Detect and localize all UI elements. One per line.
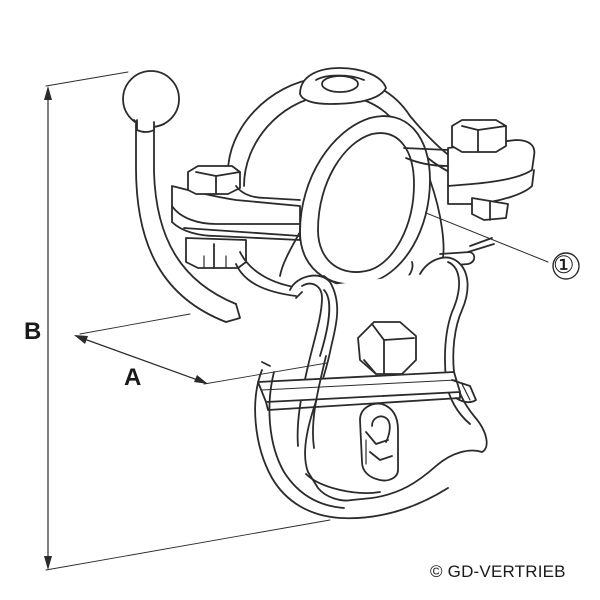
ball-knob xyxy=(122,70,180,133)
dimension-a-label: A xyxy=(124,364,142,391)
lower-cradle xyxy=(254,361,449,520)
saddle-bolt xyxy=(357,321,417,375)
copyright-text: © GD-VERTRIEB xyxy=(430,562,566,581)
dimension-b-line xyxy=(44,71,331,571)
pipe-clamp-ring xyxy=(227,67,459,302)
rail-band xyxy=(257,371,461,411)
left-flange xyxy=(171,165,301,269)
seam-details xyxy=(235,147,449,201)
hook-arm xyxy=(135,123,241,323)
dimension-b-label: B xyxy=(24,318,42,345)
strap-loops xyxy=(312,289,477,449)
callout-1-label: ① xyxy=(553,252,575,279)
right-flange xyxy=(447,119,536,221)
cradle-slot xyxy=(359,402,399,482)
